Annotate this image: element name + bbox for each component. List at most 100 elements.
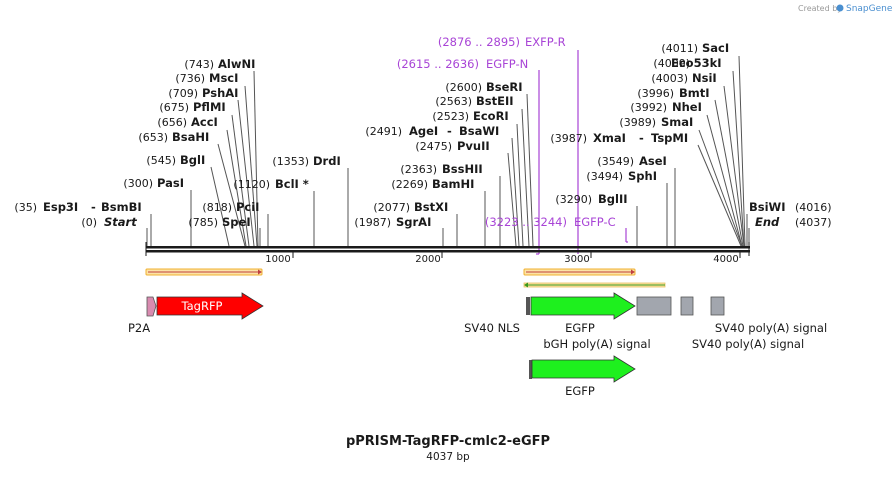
credit-text: Created by [798, 4, 842, 13]
site-pos: (3494) [586, 170, 623, 183]
site-pos: (2600) [445, 81, 482, 94]
site-name: BglII [598, 192, 628, 206]
feature-label-p2a: P2A [128, 321, 150, 335]
primer-labels: (2876 .. 2895) EXFP-R (2615 .. 2636) EGF… [397, 35, 616, 229]
site-name: BsaHI [172, 130, 209, 144]
site-name: XmaI [593, 131, 626, 145]
egfp-feature[interactable] [530, 292, 636, 320]
primer-name: EXFP-R [525, 35, 566, 49]
site-labels-middle: (2600) BseRI (2563) BstEII (2523) EcoRI … [354, 80, 522, 229]
site-pos: (0) [81, 216, 97, 229]
tagrfp-feature[interactable] [156, 292, 264, 320]
site-name: BclI * [275, 177, 309, 191]
feature-label-sv40-polya-1: SV40 poly(A) signal [692, 337, 804, 351]
site-name: SgrAI [396, 215, 431, 229]
site-pos: (4003) [651, 72, 688, 85]
feature-label-tagrfp: TagRFP [180, 299, 222, 313]
site-name: SphI [628, 169, 657, 183]
site-pos: (3989) [619, 116, 656, 129]
orf-arrowhead-icon [258, 269, 262, 275]
site-pos: (4037) [795, 216, 832, 229]
site-pos: (736) [175, 72, 205, 85]
site-pos: (2523) [432, 110, 469, 123]
site-name: AlwNI [218, 57, 255, 71]
site-name-2: BsaWI [459, 124, 499, 138]
orf-indicators [145, 268, 666, 288]
ruler-bottom-strand [146, 250, 750, 253]
ruler-tick-label: 3000 [564, 254, 589, 265]
site-name: SmaI [661, 115, 693, 129]
site-name-2: BsmBI [101, 200, 142, 214]
site-name: PciI [236, 200, 259, 214]
site-name: NsiI [692, 71, 717, 85]
site-pos: (545) [146, 154, 176, 167]
site-pos: (2269) [391, 178, 428, 191]
site-pos: (300) [123, 177, 153, 190]
site-name: MscI [209, 71, 238, 85]
plasmid-name: pPRISM-TagRFP-cmlc2-eGFP [346, 434, 550, 449]
primer-pos: (3223 .. 3244) [485, 215, 567, 229]
site-pos: (4011) [661, 42, 698, 55]
site-pos: (35) [14, 201, 37, 214]
site-separator: - [447, 124, 452, 138]
orf-reverse-arrowhead-icon [524, 282, 528, 288]
site-name: AccI [191, 115, 218, 129]
site-pos: (2563) [435, 95, 472, 108]
bgh-polya-feature[interactable] [636, 296, 672, 316]
site-pos: (3992) [630, 101, 667, 114]
site-name: PasI [157, 176, 184, 190]
site-name: BmtI [679, 86, 710, 100]
primer-name: EGFP-C [574, 215, 616, 229]
site-pos: (4009) [653, 57, 690, 70]
site-separator: - [639, 131, 644, 145]
site-name: PflMI [193, 100, 226, 114]
site-name: BsiWI [749, 200, 786, 214]
site-name: BamHI [432, 177, 474, 191]
egfp-feature-2[interactable] [531, 355, 636, 383]
ruler-top-strand [146, 246, 750, 249]
sv40-polya-feature-1[interactable] [680, 296, 694, 316]
credit-brand: SnapGene [846, 4, 893, 14]
site-pos: (1353) [272, 155, 309, 168]
site-pos: (3549) [597, 155, 634, 168]
ruler-tick-label: 2000 [415, 254, 440, 265]
feature-label-egfp-2: EGFP [565, 384, 595, 398]
feature-label-bgh-polya: bGH poly(A) signal [543, 337, 650, 351]
site-name: EcoRI [473, 109, 509, 123]
sv40-nls-feature[interactable] [526, 297, 530, 315]
site-name: PvuII [457, 139, 490, 153]
site-name: BstEII [476, 94, 514, 108]
nls-marker-2 [529, 360, 532, 379]
site-connectors [146, 55, 750, 247]
site-separator: - [91, 200, 96, 214]
ruler-tick-label: 4000 [713, 254, 738, 265]
site-pos: (2491) [365, 125, 402, 138]
plasmid-length: 4037 bp [426, 451, 470, 463]
feature-label-sv40-nls: SV40 NLS [464, 321, 520, 335]
site-pos: (2363) [400, 163, 437, 176]
site-pos: (653) [138, 131, 168, 144]
site-pos: (709) [168, 87, 198, 100]
site-pos: (2475) [415, 140, 452, 153]
feature-label-sv40-polya-2: SV40 poly(A) signal [715, 321, 827, 335]
site-name: SpeI [222, 215, 251, 229]
site-pos: (785) [188, 216, 218, 229]
site-name: Eco53kI [671, 56, 722, 70]
site-pos: (2077) [373, 201, 410, 214]
sv40-polya-feature-2[interactable] [710, 296, 725, 316]
site-name-2: TspMI [651, 131, 688, 145]
sequence-ruler: 1000 2000 3000 4000 [145, 242, 750, 265]
ruler-tick-label: 1000 [265, 254, 290, 265]
site-name: SacI [702, 41, 729, 55]
site-name: AseI [639, 154, 667, 168]
site-pos: (1120) [233, 178, 270, 191]
site-name: DrdI [313, 154, 341, 168]
site-pos: (3290) [555, 193, 592, 206]
site-labels-right: (3987) XmaI - TspMI (3549) AseI (3494) S… [550, 41, 831, 229]
primer-pos: (2876 .. 2895) [438, 35, 520, 49]
p2a-feature[interactable] [146, 296, 157, 317]
site-pos: (743) [184, 58, 214, 71]
site-name: NheI [672, 100, 702, 114]
feature-label-egfp: EGFP [565, 321, 595, 335]
